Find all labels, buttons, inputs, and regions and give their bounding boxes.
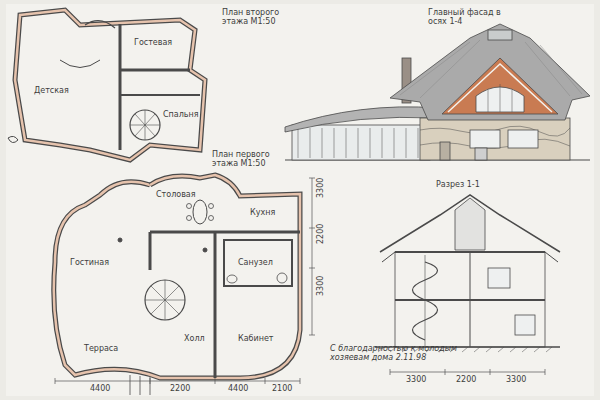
drawing-stroke [390,372,545,373]
drawing-stroke [285,107,438,132]
drawing-stroke [488,84,512,112]
drawing-stroke [8,136,18,142]
dimension-value: 3300 [316,276,325,296]
room-name: Столовая [156,190,196,199]
room-name: Кабинет [238,334,274,343]
drawing-stroke [187,204,192,209]
dimension-value: 2200 [316,224,325,244]
dimension-value: 2100 [272,384,292,393]
first-floor-plan [54,175,300,395]
drawing-stroke [150,175,300,378]
drawing-stroke [187,216,192,221]
drawing-stroke [120,69,190,72]
second-floor-plan [8,10,205,160]
drawing-stroke [475,148,487,160]
drawing-stroke [214,232,217,378]
room-name: Спальня [163,110,199,119]
drawing-stroke [390,369,545,375]
drawing-stroke [15,10,205,160]
drawing-stroke [119,24,122,150]
drawing-stroke [85,21,115,28]
drawing-stroke [209,204,214,209]
drawing-stroke [130,110,160,140]
drawing-stroke [309,178,315,335]
room-name: Терраса [84,344,118,353]
author-note: С благодарностью к молодым хозяевам дома… [330,344,460,362]
room-name: Холл [184,334,205,343]
drawing-stroke [130,110,160,140]
drawing-stroke [380,195,560,252]
drawing-stroke [145,280,185,320]
room-name: Детская [34,86,69,95]
dimension-value: 2200 [170,384,190,393]
drawing-stroke [60,60,100,68]
drawing-stroke [120,94,200,96]
drawing-stroke [54,182,200,378]
drawing-stroke [193,200,207,224]
drawing-stroke [145,280,185,320]
drawing-stroke [425,255,426,347]
dimension-value: 3300 [506,375,526,384]
drawing-stroke [442,58,558,114]
dimension-value: 4400 [90,384,110,393]
dimension-value: 4400 [228,384,248,393]
dimension-value: 2200 [456,375,476,384]
room-name: Кухня [250,208,275,217]
sheet-title: Главный фасад в осях 1-4 [428,8,518,26]
drawing-stroke [292,125,430,160]
room-name: Гостиная [70,258,109,267]
dimension-lines [55,178,545,384]
drawing-stroke [455,198,485,250]
drawing-stroke [55,378,300,384]
drawing-stroke [488,30,512,40]
drawing-stroke [149,232,152,270]
drawing-stroke [54,182,200,378]
section-title: Разрез 1-1 [436,180,480,189]
drawing-stroke [150,175,300,378]
room-name: Санузел [238,258,273,267]
drawing-stroke [209,216,214,221]
drawing-stroke [488,268,510,288]
drawing-stroke [420,118,570,160]
drawing-stroke [395,252,545,347]
section-1-1 [375,195,560,352]
drawing-stroke [150,231,300,234]
drawing-stroke [298,128,418,158]
drawing-stroke [55,381,300,382]
drawing-stroke [203,248,207,252]
sheet-title: План второго этажа М1:50 [222,8,294,26]
drawing-stroke [382,252,558,262]
drawing-stroke [277,273,287,283]
drawing-stroke [515,315,535,335]
sheet-title: План первого этажа М1:50 [212,150,284,168]
drawing-stroke [448,64,552,112]
drawing-stroke [312,178,313,335]
drawing-stroke [6,4,594,396]
dimension-value: 3300 [316,178,325,198]
drawing-stroke [15,10,205,160]
drawing-stroke [227,275,237,283]
dimension-value: 3300 [406,375,426,384]
drawing-stroke [224,240,292,286]
drawing-stroke [130,375,150,395]
drawing-stroke [470,130,500,148]
drawing-stroke [390,24,590,120]
drawing-stroke [118,238,122,242]
drawing-stroke [440,142,450,160]
main-facade [285,24,590,160]
drawing-stroke [508,130,538,148]
drawing-stroke [470,252,471,347]
room-name: Гостевая [134,38,172,47]
